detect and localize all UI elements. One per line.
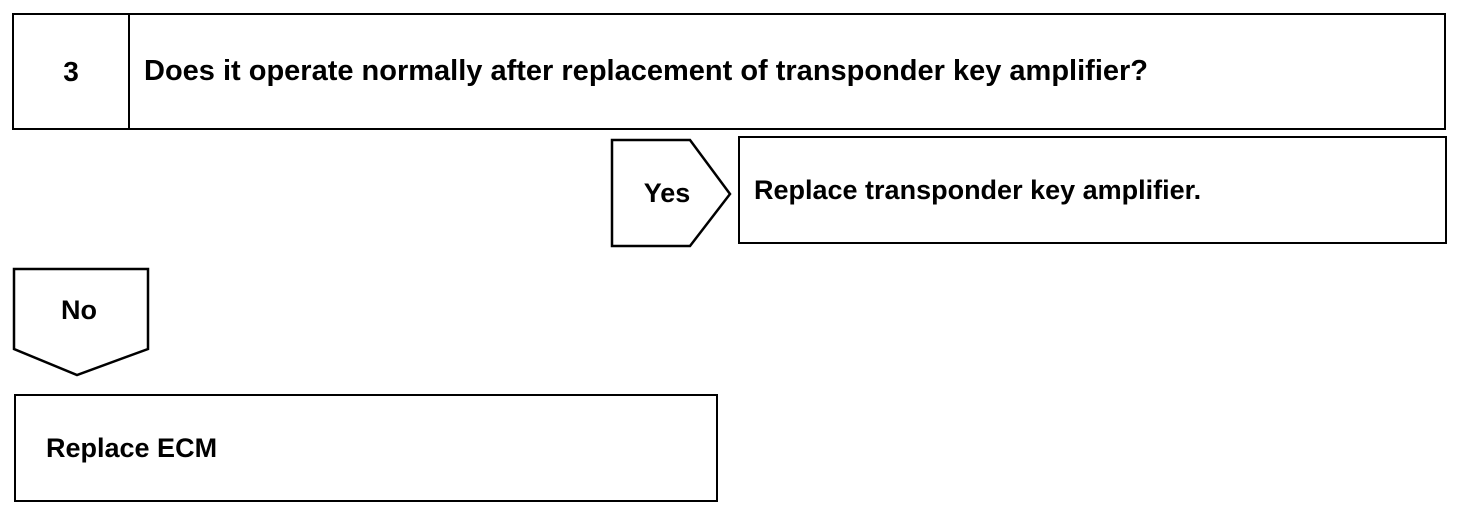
- step-box: 3 Does it operate normally after replace…: [12, 13, 1446, 130]
- yes-label: Yes: [643, 177, 691, 208]
- no-action-box: Replace ECM: [14, 394, 718, 502]
- step-question: Does it operate normally after replaceme…: [144, 55, 1149, 87]
- yes-action-box: Replace transponder key amplifier.: [738, 136, 1447, 244]
- no-label: No: [61, 294, 97, 325]
- yes-action-text: Replace transponder key amplifier.: [754, 174, 1202, 205]
- no-action-text: Replace ECM: [46, 432, 218, 463]
- step-number: 3: [14, 15, 130, 128]
- yes-arrow-shape: [610, 138, 732, 248]
- no-arrow-shape: [12, 267, 150, 377]
